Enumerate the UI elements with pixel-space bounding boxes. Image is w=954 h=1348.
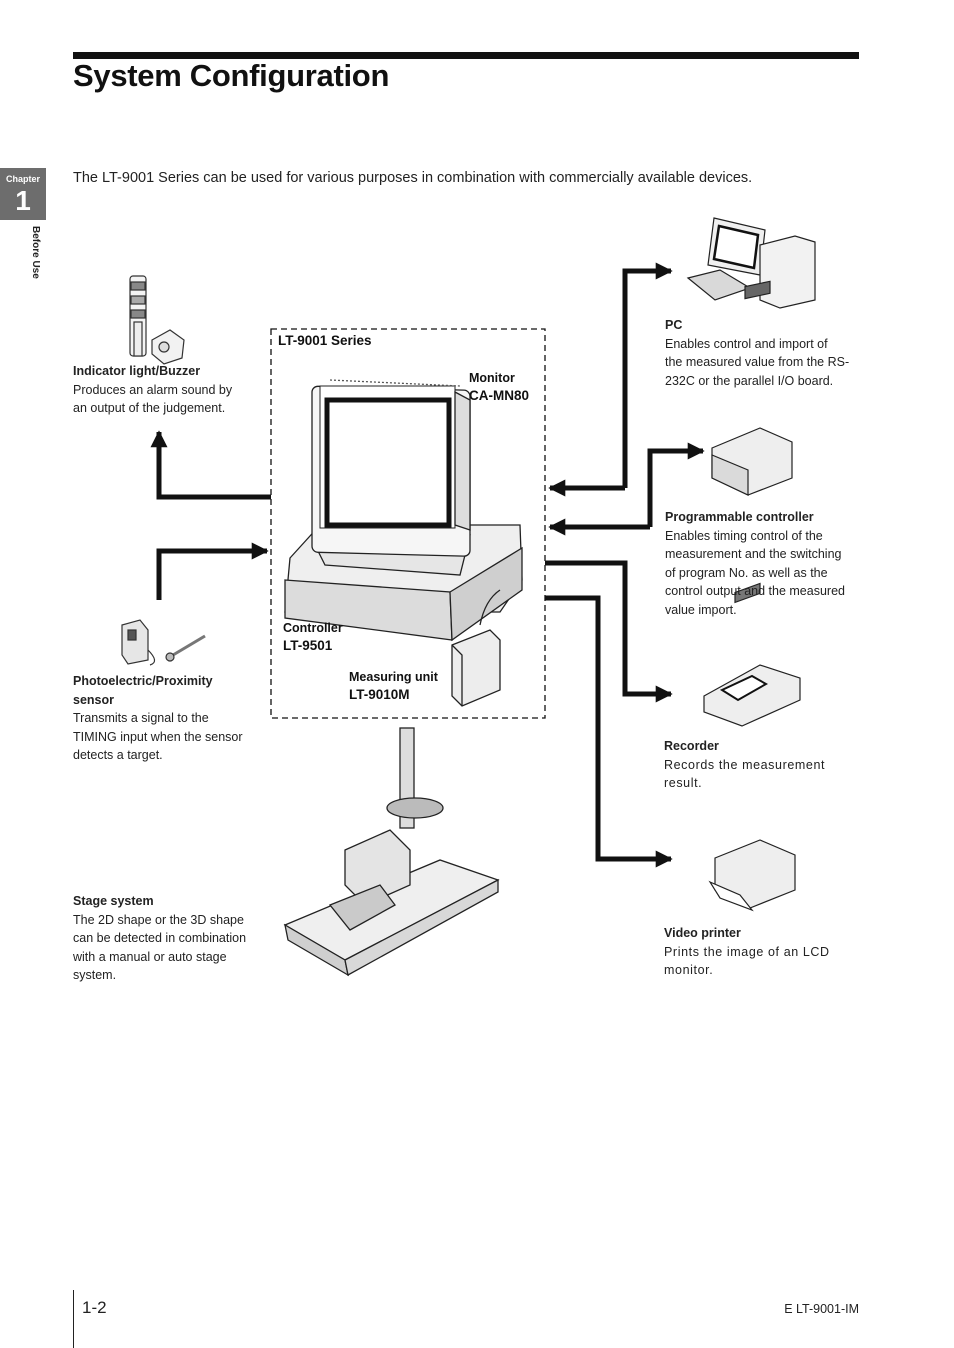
monitor-model: CA-MN80 — [469, 388, 530, 403]
plc-description: Programmable controller Enables timing c… — [665, 508, 865, 619]
pc-line: Enables control and import of — [665, 336, 828, 351]
arrow-to-plc — [647, 442, 705, 527]
indicator-line: an output of the judgement. — [73, 401, 226, 415]
footer-rule — [73, 1290, 74, 1348]
indicator-light-icon — [129, 275, 185, 365]
indicator-line: Produces an alarm sound by — [73, 382, 233, 397]
arrow-to-indicator — [150, 430, 271, 500]
photo-sensor-title: sensor — [73, 692, 114, 707]
photo-sensor-line: Transmits a signal to the — [73, 711, 209, 725]
plc-icon — [711, 280, 793, 496]
plc-line: control output and the measured — [665, 584, 845, 598]
plc-line: measurement and the switching — [665, 547, 842, 561]
stage-line: The 2D shape or the 3D shape — [73, 912, 244, 927]
video-printer-icon — [708, 582, 796, 912]
plc-line: Enables timing control of the — [665, 528, 823, 543]
title-rule — [73, 52, 859, 59]
intro-text: The LT-9001 Series can be used for vario… — [73, 170, 753, 186]
recorder-line: Records the measurement — [664, 757, 826, 772]
printer-line: Prints the image of an LCD — [664, 944, 830, 959]
pc-description: PC Enables control and import of the mea… — [665, 316, 865, 390]
photo-sensor-title: Photoelectric/Proximity — [73, 674, 213, 688]
monitor-caption: Monitor — [469, 371, 515, 385]
chapter-tab[interactable]: Chapter 1 — [0, 168, 46, 220]
recorder-description: Recorder Records the measurement result. — [664, 737, 864, 793]
measuring-unit-caption: Measuring unit — [349, 670, 438, 684]
page-number: 1-2 — [82, 1298, 107, 1317]
stage-line: can be detected in combination — [73, 931, 247, 945]
stage-title: Stage system — [73, 894, 154, 908]
stage-line: system. — [73, 968, 117, 982]
photo-sensor-description: Photoelectric/Proximity sensor Transmits… — [73, 672, 263, 765]
indicator-description: Indicator light/Buzzer Produces an alarm… — [73, 362, 263, 418]
stage-system-icon — [283, 727, 500, 977]
controller-caption: Controller — [283, 621, 343, 635]
pc-line: 232C or the parallel I/O board. — [665, 373, 834, 388]
indicator-title: Indicator light/Buzzer — [73, 364, 201, 378]
monitor-controller-icon — [284, 379, 523, 642]
document-code: E LT-9001-IM — [784, 1302, 859, 1316]
photo-sensor-icon — [121, 619, 206, 666]
pc-title: PC — [665, 318, 683, 332]
chapter-number: 1 — [15, 185, 31, 216]
photo-sensor-line: detects a target. — [73, 748, 163, 762]
measuring-unit-label: Measuring unit LT-9010M — [349, 668, 438, 704]
printer-line: monitor. — [664, 963, 714, 977]
recorder-title: Recorder — [664, 739, 719, 753]
controller-model: LT-9501 — [283, 638, 333, 653]
printer-title: Video printer — [664, 926, 741, 940]
series-box-title: LT-9001 Series — [278, 333, 372, 348]
arrow-to-printer — [545, 595, 673, 868]
pc-line: the measured value from the RS- — [665, 355, 850, 369]
photo-sensor-line: TIMING input when the sensor — [73, 729, 243, 744]
arrow-to-pc — [622, 262, 673, 488]
arrow-from-sensor — [156, 542, 269, 600]
arrow-to-recorder — [545, 560, 673, 703]
printer-description: Video printer Prints the image of an LCD… — [664, 924, 864, 980]
recorder-icon — [703, 664, 801, 727]
controller-label: Controller LT-9501 — [283, 619, 343, 655]
measuring-unit-icon — [451, 589, 501, 707]
recorder-line: result. — [664, 776, 703, 790]
series-box — [270, 328, 546, 719]
monitor-label: Monitor CA-MN80 — [469, 369, 529, 405]
plc-line: of program No. as well as the — [665, 565, 828, 580]
section-label: Before Use — [30, 226, 41, 279]
page-title: System Configuration — [73, 58, 390, 93]
plc-line: value import. — [665, 602, 737, 617]
pc-icon — [686, 217, 816, 309]
measuring-unit-model: LT-9010M — [349, 687, 410, 702]
chapter-word: Chapter — [5, 174, 40, 184]
stage-line: with a manual or auto stage — [73, 949, 227, 964]
plc-title: Programmable controller — [665, 510, 814, 524]
stage-description: Stage system The 2D shape or the 3D shap… — [73, 892, 268, 985]
